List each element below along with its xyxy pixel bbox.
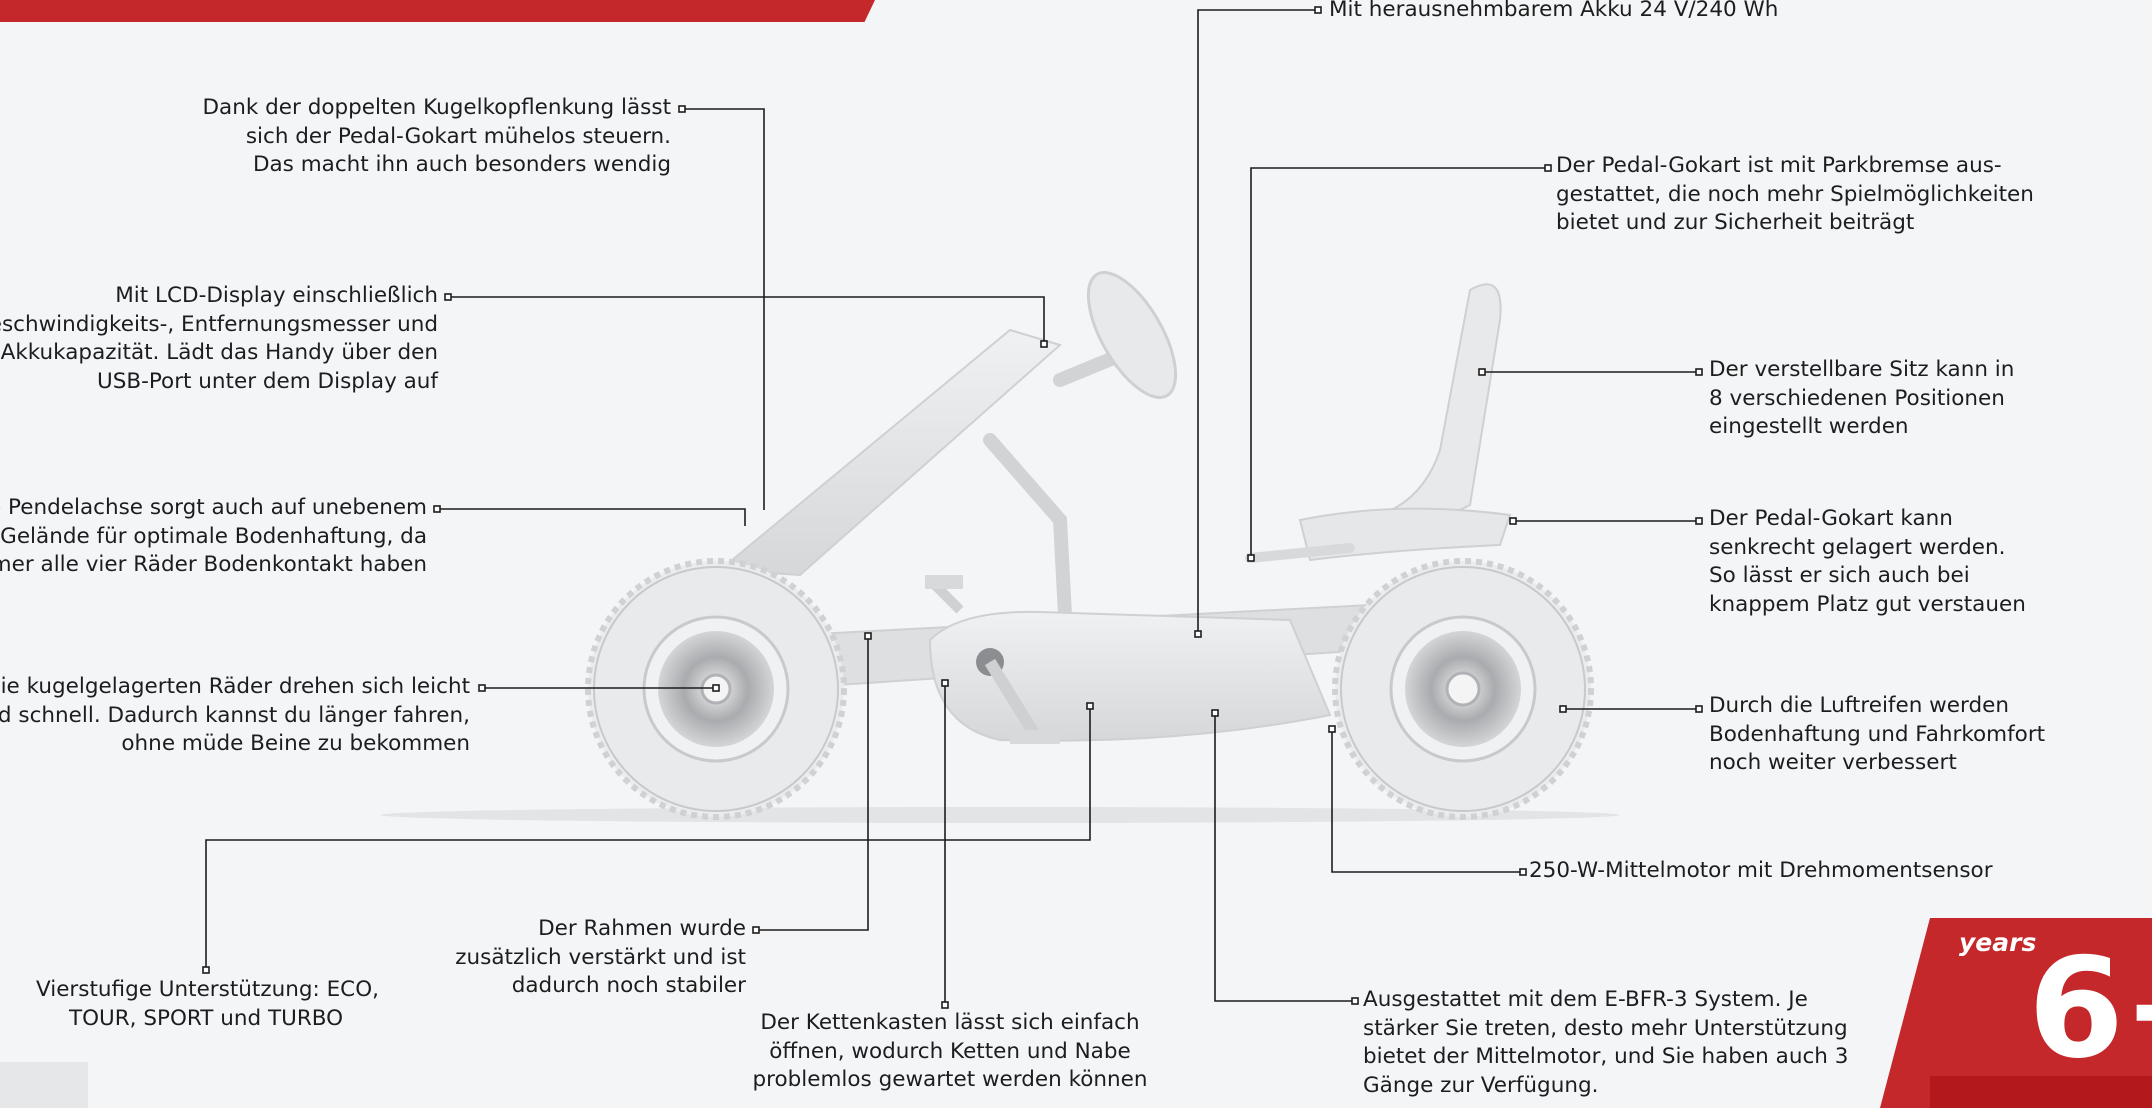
callout-raeder: Die kugelgelagerten Räder drehen sich le…: [0, 673, 470, 759]
callout-line: stärker Sie treten, desto mehr Unterstüt…: [1363, 1015, 1848, 1041]
leader-akku: [1197, 9, 1318, 634]
leader-motor: [1331, 729, 1523, 873]
callout-ebfr: Ausgestattet mit dem E-BFR-3 System. Je …: [1363, 986, 1848, 1100]
callout-lenkung: Dank der doppelten Kugelkopflenkung läss…: [203, 94, 672, 180]
seat: [1245, 283, 1512, 563]
leader-lenkung: [682, 108, 765, 510]
leader-pendelachse: [437, 508, 746, 526]
callout-line: Der Pedal-Gokart ist mit Parkbremse aus-: [1556, 153, 2002, 178]
callout-line: 250-W-Mittelmotor mit Drehmomentsensor: [1529, 858, 1993, 883]
callout-pendelachse: Die Pendelachse sorgt auch auf unebenem …: [0, 494, 427, 580]
callout-line: Vierstufige Unterstützung: ECO,: [36, 977, 379, 1002]
callout-line: Dank der doppelten Kugelkopflenkung läss…: [202, 95, 672, 120]
callout-line: zusätzlich verstärkt und ist: [455, 944, 746, 970]
callout-rahmen: Der Rahmen wurde zusätzlich verstärkt un…: [455, 915, 746, 1001]
callout-line: Gänge zur Verfügung.: [1363, 1072, 1599, 1098]
callout-line: Durch die Luftreifen werden: [1709, 693, 2009, 718]
leader-rahmen: [756, 636, 869, 931]
leader-unterstuetzung: [205, 706, 1091, 970]
callout-sitz: Der verstellbare Sitz kann in 8 verschie…: [1709, 356, 2014, 442]
callout-unterstuetzung: Vierstufige Unterstützung: ECO, TOUR, SP…: [36, 976, 379, 1033]
callout-line: Der verstellbare Sitz kann in: [1709, 357, 2015, 382]
callout-line: eingestellt werden: [1709, 414, 1909, 439]
corner-block: [0, 1062, 88, 1108]
callout-line: ohne müde Beine zu bekommen: [121, 731, 470, 756]
callout-line: Der Kettenkasten lässt sich einfach: [760, 1010, 1140, 1035]
callout-line: bietet der Mittelmotor, und Sie haben au…: [1363, 1044, 1849, 1069]
callout-akku: Mit herausnehmbarem Akku 24 V/240 Wh: [1329, 0, 1778, 25]
callout-line: dadurch noch stabiler: [511, 973, 746, 998]
callout-display: Mit LCD-Display einschließlich Geschwind…: [0, 282, 438, 396]
callout-line: Der Pedal-Gokart kann: [1709, 506, 1953, 531]
callout-line: Bodenhaftung und Fahrkomfort: [1709, 721, 2046, 747]
callout-line: öffnen, wodurch Ketten und Nabe: [769, 1038, 1131, 1064]
callout-line: So lässt er sich auch bei: [1709, 563, 1970, 588]
leader-parkbremse: [1250, 167, 1548, 558]
callout-line: senkrecht gelagert werden.: [1709, 534, 2006, 560]
callout-line: Akkukapazität. Lädt das Handy über den: [0, 340, 438, 365]
callout-kettenkasten: Der Kettenkasten lässt sich einfach öffn…: [750, 1009, 1150, 1095]
callout-line: noch weiter verbessert: [1709, 750, 1957, 775]
callout-line: gestattet, die noch mehr Spielmöglichkei…: [1556, 181, 2034, 207]
badge-age-label: 6+: [2028, 928, 2152, 1089]
callout-line: Ausgestattet mit dem E-BFR-3 System. Je: [1363, 987, 1808, 1012]
callout-line: Mit herausnehmbarem Akku 24 V/240 Wh: [1329, 0, 1779, 22]
callout-senkrecht: Der Pedal-Gokart kann senkrecht gelagert…: [1709, 505, 2026, 619]
age-badge: [1880, 918, 2152, 1108]
callout-line: Die Pendelachse sorgt auch auf unebenem: [0, 495, 427, 520]
header-banner: [0, 0, 875, 22]
leader-endpoints: [202, 6, 1703, 1009]
callout-line: Der Rahmen wurde: [538, 916, 746, 941]
callout-line: immer alle vier Räder Bodenkontakt haben: [0, 552, 427, 577]
callout-line: Geschwindigkeits-, Entfernungsmesser und: [0, 311, 438, 337]
leader-lines: [205, 9, 1699, 1005]
callout-parkbremse: Der Pedal-Gokart ist mit Parkbremse aus-…: [1556, 152, 2034, 238]
callout-line: problemlos gewartet werden können: [752, 1067, 1148, 1092]
callout-line: bietet und zur Sicherheit beiträgt: [1556, 210, 1915, 235]
callout-line: USB-Port unter dem Display auf: [96, 368, 438, 394]
callout-line: knappem Platz gut verstauen: [1709, 591, 2026, 617]
callout-line: Gelände für optimale Bodenhaftung, da: [0, 523, 427, 549]
callout-line: TOUR, SPORT und TURBO: [68, 1005, 344, 1031]
leader-ebfr: [1214, 713, 1355, 1002]
callout-line: und schnell. Dadurch kannst du länger fa…: [0, 702, 470, 728]
callout-motor: 250-W-Mittelmotor mit Drehmomentsensor: [1529, 857, 1993, 886]
badge-years-label: years: [1959, 928, 2037, 957]
callout-luftreifen: Durch die Luftreifen werden Bodenhaftung…: [1709, 692, 2045, 778]
chain-case: [928, 610, 1332, 744]
callout-line: 8 verschiedenen Positionen: [1709, 385, 2005, 411]
callout-line: Mit LCD-Display einschließlich: [115, 283, 438, 308]
leader-display: [448, 296, 1045, 344]
callout-line: sich der Pedal-Gokart mühelos steuern.: [245, 123, 671, 149]
callout-line: Die kugelgelagerten Räder drehen sich le…: [0, 674, 470, 699]
callout-line: Das macht ihn auch besonders wendig: [252, 152, 671, 177]
rear-wheel: [1332, 558, 1594, 820]
